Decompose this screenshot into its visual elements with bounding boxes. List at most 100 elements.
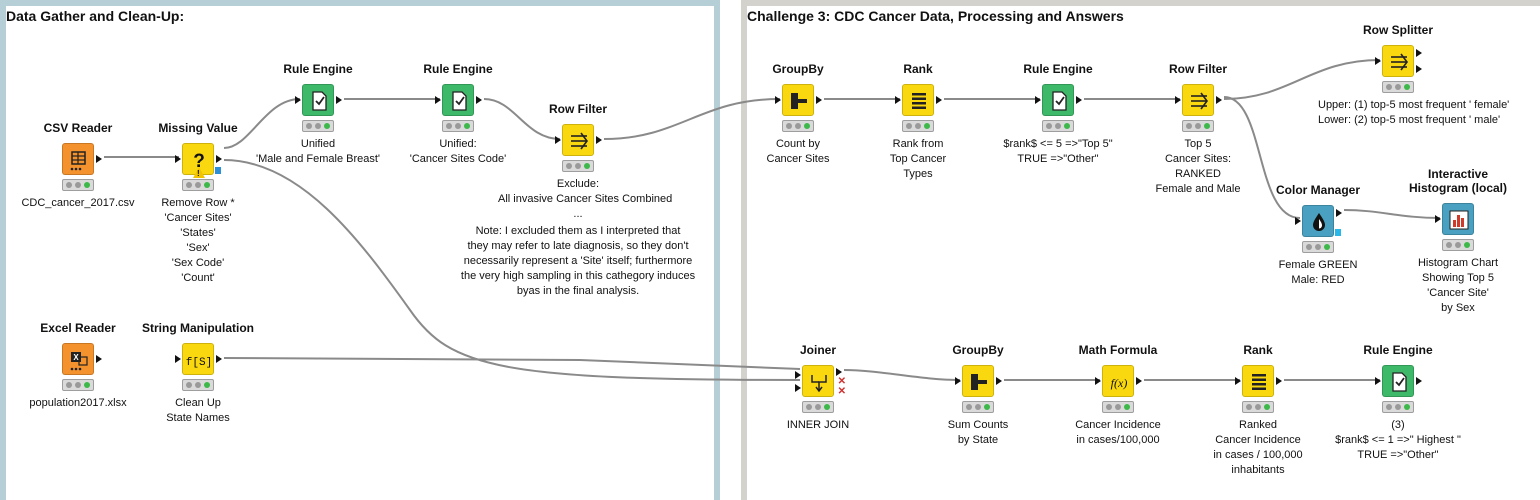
output-port[interactable] [216,355,222,363]
node-title: GroupBy [952,343,1004,357]
table-reader-icon [62,143,94,175]
node-title: Rule Engine [1363,343,1433,357]
output-port[interactable] [1336,209,1342,217]
output-port[interactable] [1216,96,1222,104]
histogram-icon [1442,203,1474,235]
node-annotation: CDC_cancer_2017.csv [21,197,135,209]
status-traffic-light [902,120,934,132]
input-port[interactable] [1435,215,1441,223]
input-port[interactable] [1175,96,1181,104]
node-rule-engine-4[interactable]: Rule Engine (3)$rank$ <= 1 =>" Highest "… [1318,343,1478,463]
node-title: Rule Engine [1023,62,1093,76]
node-row-splitter[interactable]: Row Splitter Upper: (1) top-5 most frequ… [1318,23,1509,128]
groupby-icon [782,84,814,116]
filter-rows-icon [562,124,594,156]
filter-rows-icon [1182,84,1214,116]
node-excel-reader[interactable]: Excel Reader X population2017.xlsx [0,321,158,411]
node-title: Rank [1243,343,1273,357]
input-port[interactable] [175,355,181,363]
input-port[interactable] [1095,377,1101,385]
node-joiner[interactable]: Joiner ✕ ✕ INNER JOIN [738,343,898,433]
node-missing-value[interactable]: Missing Value ? ! Remove Row *'Cancer Si… [118,121,278,286]
node-title: Row Splitter [1362,23,1433,37]
node-title: String Manipulation [142,321,254,335]
input-port[interactable] [175,155,181,163]
output-port[interactable] [996,377,1002,385]
node-title: Excel Reader [40,321,116,335]
node-annotation: $rank$ <= 5 =>"Top 5"TRUE =>"Other" [1003,138,1113,165]
node-rule-engine-2[interactable]: Rule Engine Unified:'Cancer Sites Code' [378,62,538,167]
output-port[interactable] [336,96,342,104]
output-port[interactable] [96,155,102,163]
node-row-filter-1[interactable]: Row Filter Exclude:All invasive Cancer S… [498,102,672,222]
status-traffic-light [62,179,94,191]
output-port[interactable] [1276,377,1282,385]
output-port-top[interactable] [1416,49,1422,57]
svg-text:X: X [73,353,79,362]
color-model-port[interactable] [1335,229,1341,236]
node-rule-engine-3[interactable]: Rule Engine $rank$ <= 5 =>"Top 5"TRUE =>… [978,62,1138,167]
inactive-port-icon: ✕ [837,376,846,387]
output-port[interactable] [1416,377,1422,385]
output-port[interactable] [216,155,222,163]
status-traffic-light [1242,401,1274,413]
output-port[interactable] [596,136,602,144]
input-port[interactable] [555,136,561,144]
input-port-left[interactable] [795,371,801,379]
output-port[interactable] [1136,377,1142,385]
status-traffic-light [1442,239,1474,251]
svg-text:f(x): f(x) [1111,376,1128,390]
input-port[interactable] [1375,57,1381,65]
node-annotation: Remove Row *'Cancer Sites''States''Sex''… [161,197,235,284]
output-port-1[interactable] [836,368,842,376]
output-port[interactable] [96,355,102,363]
join-icon [802,365,834,397]
input-port[interactable] [955,377,961,385]
rank-icon [1242,365,1274,397]
output-port-bottom[interactable] [1416,65,1422,73]
status-traffic-light [302,120,334,132]
input-port[interactable] [435,96,441,104]
node-title: Math Formula [1078,343,1158,357]
input-port[interactable] [1235,377,1241,385]
input-port[interactable] [775,96,781,104]
input-port[interactable] [295,96,301,104]
output-port[interactable] [816,96,822,104]
panel-title-right: Challenge 3: CDC Cancer Data, Processing… [747,8,1124,24]
status-traffic-light [1382,401,1414,413]
node-annotation: Unified'Male and Female Breast' [255,138,381,165]
node-rule-engine-1[interactable]: Rule Engine Unified'Male and Female Brea… [238,62,398,167]
pmml-port[interactable] [215,167,221,174]
input-port[interactable] [895,96,901,104]
output-port[interactable] [936,96,942,104]
node-csv-reader[interactable]: CSV Reader CDC_cancer_2017.csv [0,121,158,211]
rule-check-icon [302,84,334,116]
node-title: GroupBy [772,62,824,76]
output-port[interactable] [1076,96,1082,104]
node-title: Row Filter [1168,62,1227,76]
input-port-right[interactable] [795,384,801,392]
status-traffic-light [562,160,594,172]
input-port[interactable] [1035,96,1041,104]
warning-icon[interactable] [193,167,205,178]
question-icon: ? [182,143,214,175]
rule-check-icon [1042,84,1074,116]
status-traffic-light [782,120,814,132]
output-port[interactable] [476,96,482,104]
input-port[interactable] [1375,377,1381,385]
panel-title-left: Data Gather and Clean-Up: [6,8,185,24]
input-port[interactable] [1295,217,1301,225]
status-traffic-light [802,401,834,413]
